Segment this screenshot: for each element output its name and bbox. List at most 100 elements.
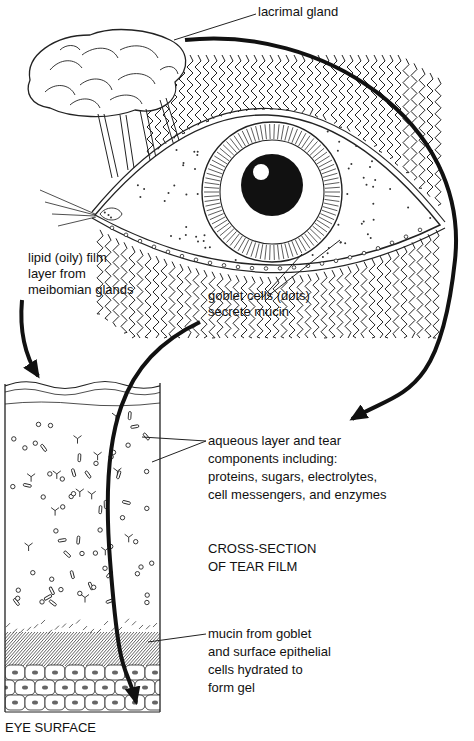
epithelial-cell [5, 680, 15, 695]
iris-fibre [325, 192, 340, 193]
lipid-label: lipid (oily) film layer from meibomian g… [28, 250, 136, 298]
rod-particle [128, 412, 131, 420]
lower-lash [105, 234, 111, 320]
rod-particle [143, 433, 150, 441]
gel-hatch [146, 632, 160, 666]
meibomian-opening [292, 266, 296, 270]
lower-lash [417, 238, 423, 338]
goblet-dot [173, 184, 175, 186]
meibomian-opening [278, 267, 282, 271]
iris-fibre [302, 236, 310, 248]
cell-nucleus [142, 686, 148, 690]
lower-lash [401, 246, 407, 338]
iris-fibre [230, 234, 239, 246]
gel-hatch [13, 629, 17, 633]
protein-dot [145, 600, 149, 604]
y-particle [81, 595, 89, 603]
gel-hatch [152, 632, 160, 666]
iris-fibre [325, 187, 340, 188]
iris-fibre [204, 192, 219, 193]
meibomian-opening [208, 261, 212, 265]
meibomian-opening [250, 266, 254, 270]
meibomian-opening [348, 255, 352, 259]
upper-lash [219, 55, 225, 116]
y-particle [94, 452, 102, 460]
meibomian-opening [376, 247, 380, 251]
iris-fibre [315, 152, 327, 161]
protein-dot [139, 565, 143, 569]
gel-hatch [143, 632, 160, 666]
y-particle [51, 508, 59, 516]
y-particle [25, 543, 33, 551]
cell-nucleus [12, 671, 18, 675]
upper-lash [315, 55, 321, 117]
iris-fibre [234, 136, 242, 148]
goblet-dot [110, 216, 112, 218]
upper-lash [283, 55, 289, 110]
gel-hatch [155, 632, 160, 666]
goblet-dot [193, 151, 195, 153]
iris-fibre [324, 183, 339, 185]
iris-fibre [292, 241, 298, 255]
protein-dot [144, 469, 148, 473]
goblet-dot [355, 145, 357, 147]
epithelial-cell [25, 695, 45, 710]
protein-dot [61, 505, 65, 509]
iris-fibre [251, 127, 256, 141]
y-particle [125, 534, 133, 542]
iris-fibre [315, 223, 327, 232]
iris-fibre [205, 199, 220, 201]
upper-lash [419, 68, 425, 188]
highlight [253, 164, 269, 180]
lower-lash [137, 250, 143, 338]
meibomian-opening [320, 262, 324, 266]
protein-dot [145, 593, 149, 597]
epithelial-cell [75, 680, 95, 695]
lower-lash [305, 274, 311, 338]
goblet-dot [196, 154, 198, 156]
lower-lash [353, 264, 359, 338]
rod-particle [49, 587, 55, 595]
iris-fibre [288, 127, 293, 141]
iris-fibre [322, 210, 336, 215]
epithelial-cell [15, 680, 35, 695]
protein-dot [11, 484, 15, 488]
iris-fibre [317, 220, 330, 228]
meibomian-opening [222, 264, 226, 268]
goblet-dot [209, 246, 211, 248]
iris-fibre [285, 243, 289, 258]
iris-fibre [220, 148, 231, 158]
upper-lash [411, 63, 417, 180]
iris-fibre [205, 178, 220, 181]
lower-lash [385, 253, 391, 338]
iris-fibre [220, 226, 231, 236]
gel-hatch [34, 624, 38, 628]
rod-particle [58, 538, 66, 542]
goblet-dot [137, 184, 139, 186]
iris-fibre [226, 141, 236, 152]
lower-lash [289, 276, 295, 338]
lower-lash [97, 230, 103, 314]
iris-fibre [205, 203, 220, 206]
lower-lash [345, 266, 351, 338]
iris-fibre [208, 169, 222, 174]
upper-lash [307, 55, 313, 115]
goblet-dot [164, 200, 166, 202]
eyeball [104, 122, 435, 262]
cell-nucleus [62, 686, 68, 690]
iris-fibre [247, 129, 253, 143]
iris-fibre [305, 138, 314, 150]
protein-dot [50, 577, 54, 581]
protein-dot [33, 441, 37, 445]
protein-dot [71, 492, 75, 496]
gland-label: lacrimal gland [258, 4, 388, 20]
iris-fibre [310, 229, 321, 239]
goblet-dot [337, 150, 339, 152]
goblet-dot [363, 177, 365, 179]
epithelial-cell [35, 680, 55, 695]
meibomian-opening [264, 267, 268, 271]
goblet-dot [344, 242, 346, 244]
protein-dot [145, 506, 149, 510]
gel-hatch [146, 625, 150, 629]
protein-dot [48, 423, 52, 427]
